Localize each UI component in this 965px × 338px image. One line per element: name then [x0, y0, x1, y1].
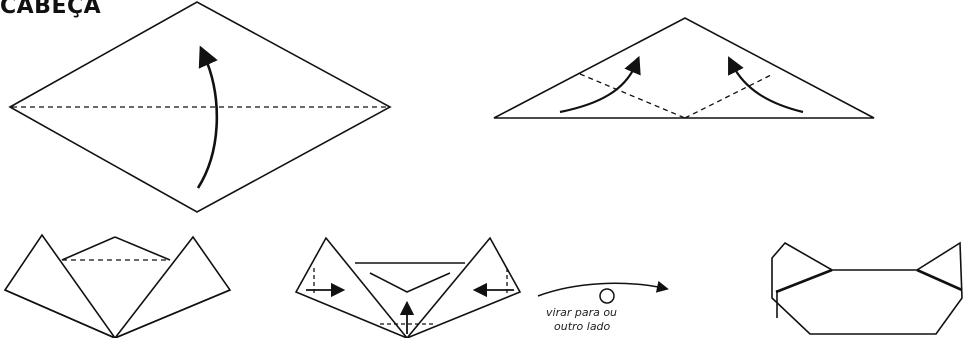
curved-arrow-right-icon	[732, 64, 803, 112]
base-edge-right	[115, 290, 230, 338]
step-3-ears	[5, 235, 230, 338]
turn-over-symbol	[538, 283, 663, 303]
right-ear-fold	[917, 270, 962, 290]
left-ear	[5, 235, 115, 338]
fold-line-left	[580, 74, 685, 118]
turn-over-circle-icon	[600, 289, 614, 303]
center-edge-right	[115, 237, 170, 260]
fold-up-arrow-icon	[198, 55, 217, 188]
inner-flap	[370, 273, 450, 292]
fold-line-right	[685, 74, 773, 118]
center-edge-left	[62, 237, 115, 260]
step-2-triangle	[494, 18, 874, 118]
left-ear-fold	[776, 270, 832, 292]
step-4-fold-tips	[296, 238, 520, 338]
turn-over-caption-line2: outro lado	[554, 320, 611, 333]
left-ear-4	[296, 238, 407, 338]
right-ear-4	[407, 238, 520, 338]
step-6-cat-head	[772, 243, 962, 334]
curved-arrow-left-icon	[560, 64, 636, 112]
right-ear	[115, 237, 230, 338]
triangle-outline	[494, 18, 874, 118]
head-outline	[772, 243, 962, 334]
step-1-diamond	[10, 2, 390, 212]
turn-over-caption-line1: virar para ou	[546, 306, 617, 319]
